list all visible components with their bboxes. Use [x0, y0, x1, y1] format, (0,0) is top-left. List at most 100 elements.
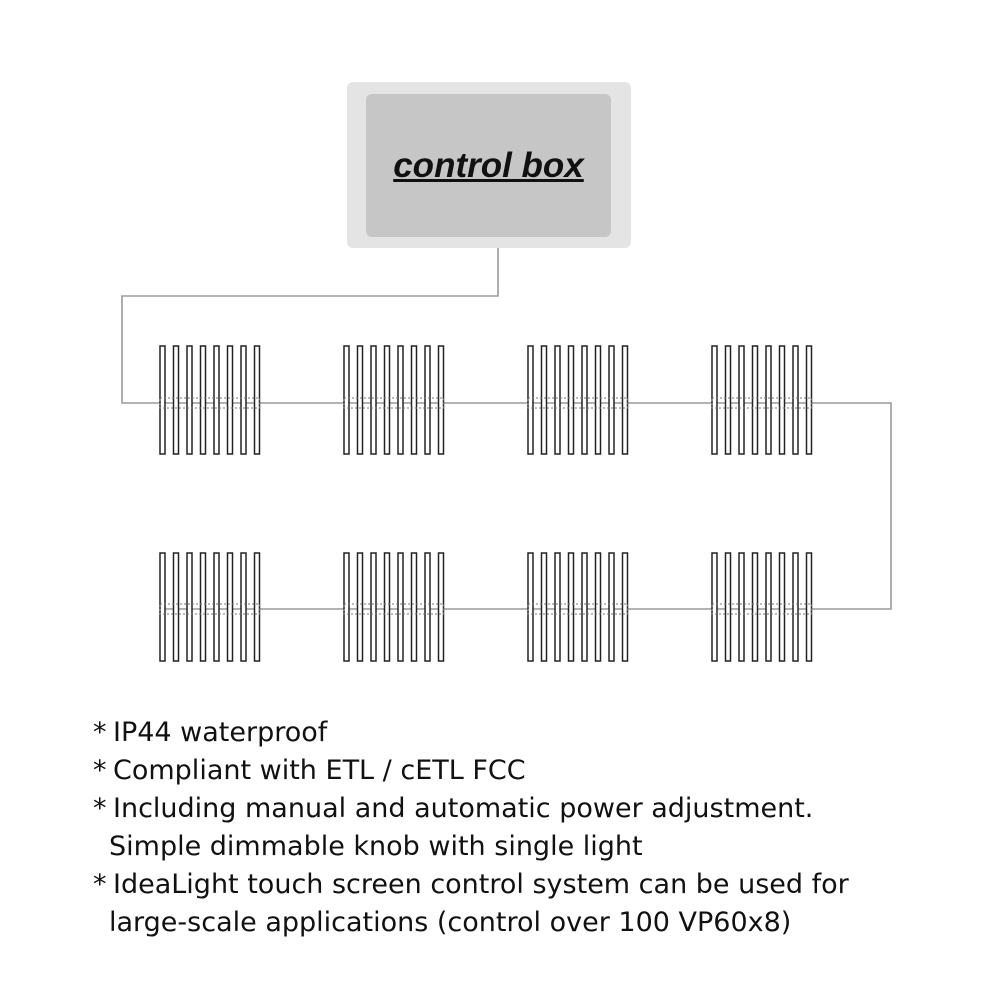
control-box-label: control box	[393, 145, 584, 185]
feature-list: *IP44 waterproof *Compliant with ETL / c…	[93, 714, 973, 942]
light-bar	[424, 345, 431, 455]
light-bar	[437, 345, 445, 455]
light-bar	[410, 552, 418, 662]
control-box-panel: control box	[366, 94, 611, 237]
bullet: *	[93, 755, 107, 786]
light-bar	[567, 552, 575, 662]
bar-connector	[159, 397, 260, 409]
light-bar	[765, 552, 772, 662]
fixture-wiring-svg	[121, 248, 892, 662]
light-bar	[240, 345, 247, 455]
light-bar	[540, 345, 548, 455]
feature-line: IP44 waterproof	[113, 717, 328, 748]
light-bar	[383, 552, 391, 662]
feature-line: Including manual and automatic power adj…	[113, 793, 814, 824]
light-bar	[186, 345, 193, 455]
light-bar	[240, 552, 247, 662]
bullet: *	[93, 869, 107, 900]
grow-light-fixture	[527, 345, 629, 455]
light-bar	[581, 552, 588, 662]
light-bar	[778, 345, 786, 455]
light-bar	[554, 345, 561, 455]
feature-item: *Including manual and automatic power ad…	[93, 790, 973, 866]
grow-light-fixture	[159, 552, 261, 662]
grow-light-fixture	[159, 345, 261, 455]
feature-line: Compliant with ETL / cETL FCC	[113, 755, 526, 786]
grow-light-fixture	[711, 345, 813, 455]
bar-connector	[711, 603, 812, 615]
light-bar	[159, 345, 166, 455]
light-bar	[437, 552, 445, 662]
light-bar	[172, 552, 180, 662]
light-bar	[581, 345, 588, 455]
light-bar	[765, 345, 772, 455]
light-bar	[253, 345, 261, 455]
light-bar	[226, 552, 234, 662]
light-bar	[751, 552, 759, 662]
light-bar	[186, 552, 193, 662]
light-bar	[424, 552, 431, 662]
light-bar	[621, 552, 629, 662]
light-bar	[805, 345, 813, 455]
light-bar	[253, 552, 261, 662]
light-bar	[724, 345, 732, 455]
light-bar	[159, 552, 166, 662]
grow-light-fixture	[527, 552, 629, 662]
wiring-diagram: control box	[121, 82, 892, 662]
grow-light-fixture	[343, 552, 445, 662]
light-bar	[370, 552, 377, 662]
light-bar	[343, 345, 350, 455]
light-bar	[778, 552, 786, 662]
bullet: *	[93, 717, 107, 748]
feature-item: *IdeaLight touch screen control system c…	[93, 866, 973, 942]
light-bar	[213, 345, 220, 455]
light-bar	[608, 345, 615, 455]
light-bar	[397, 552, 404, 662]
light-bar	[199, 345, 207, 455]
feature-item: *IP44 waterproof	[93, 714, 973, 752]
light-bar	[805, 552, 813, 662]
light-bar	[540, 552, 548, 662]
light-bar	[594, 345, 602, 455]
bar-connector	[527, 603, 628, 615]
grow-light-fixture	[711, 552, 813, 662]
light-bar	[356, 552, 364, 662]
wire	[121, 248, 892, 610]
light-bar	[213, 552, 220, 662]
light-bar	[226, 345, 234, 455]
light-bar	[383, 345, 391, 455]
light-bar	[792, 345, 799, 455]
grow-light-fixture	[343, 345, 445, 455]
light-bar	[172, 345, 180, 455]
light-bar	[608, 552, 615, 662]
light-bar	[711, 345, 718, 455]
light-bar	[370, 345, 377, 455]
light-bar	[199, 552, 207, 662]
light-bar	[356, 345, 364, 455]
light-bar	[621, 345, 629, 455]
bar-connector	[711, 397, 812, 409]
bar-connector	[343, 603, 444, 615]
light-bar	[527, 552, 534, 662]
light-bar	[738, 345, 745, 455]
feature-line: IdeaLight touch screen control system ca…	[113, 869, 849, 900]
feature-line-continued: Simple dimmable knob with single light	[109, 831, 643, 862]
light-bar	[751, 345, 759, 455]
light-bar	[527, 345, 534, 455]
light-bar	[567, 345, 575, 455]
light-bar	[410, 345, 418, 455]
light-bar	[711, 552, 718, 662]
light-bar	[554, 552, 561, 662]
light-bar	[343, 552, 350, 662]
bar-connector	[343, 397, 444, 409]
light-bar	[738, 552, 745, 662]
light-bar	[397, 345, 404, 455]
light-bar	[724, 552, 732, 662]
bar-connector	[159, 603, 260, 615]
light-bar	[594, 552, 602, 662]
feature-item: *Compliant with ETL / cETL FCC	[93, 752, 973, 790]
bullet: *	[93, 793, 107, 824]
light-bar	[792, 552, 799, 662]
feature-line-continued: large-scale applications (control over 1…	[109, 907, 792, 938]
bar-connector	[527, 397, 628, 409]
